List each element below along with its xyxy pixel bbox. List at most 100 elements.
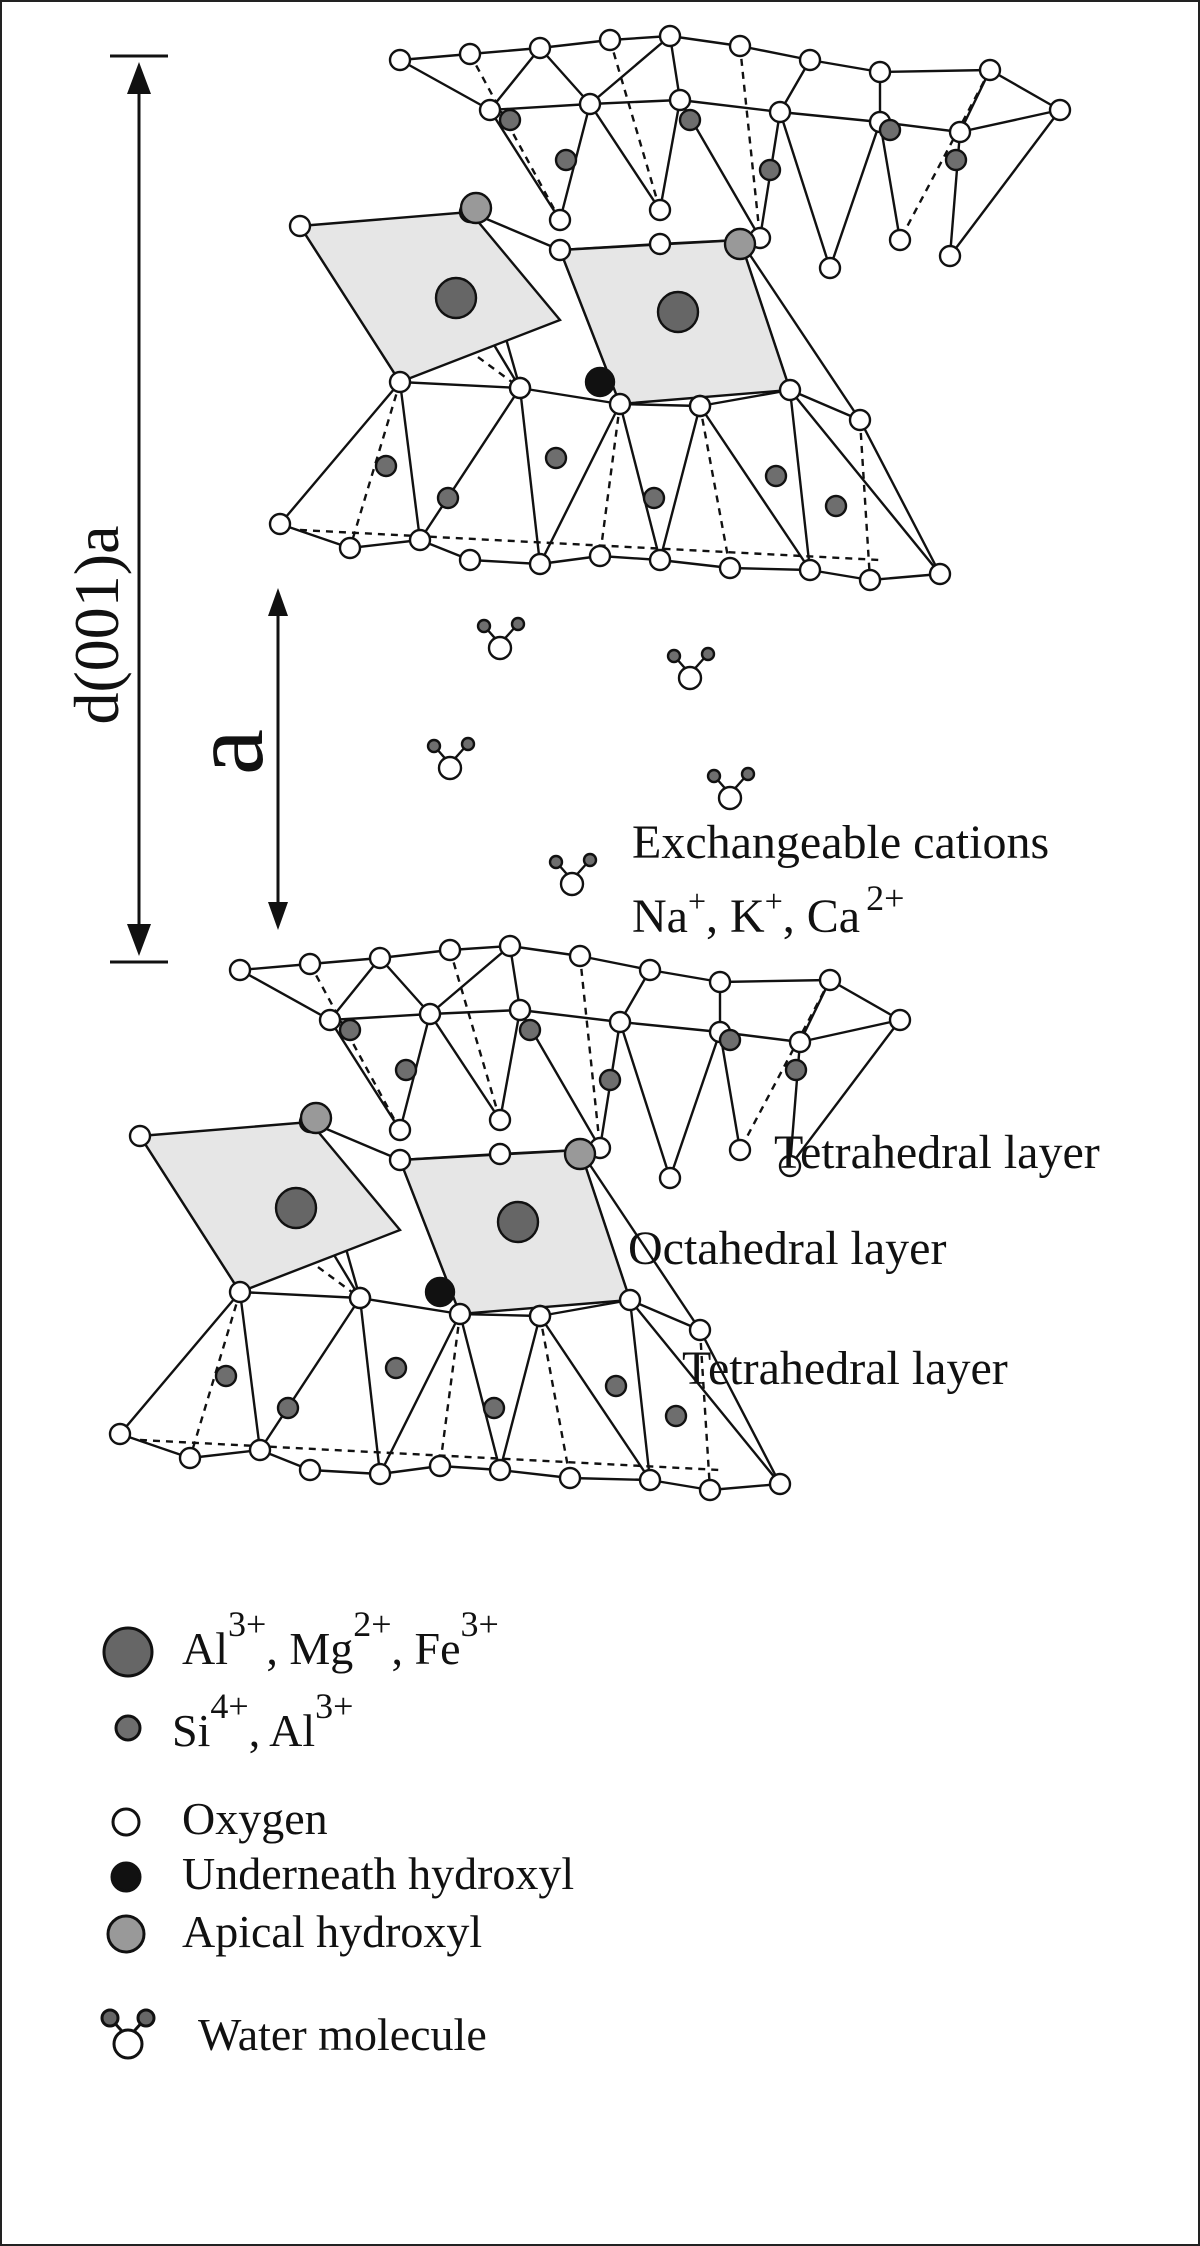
legend-underneath-hydroxyl-label: Underneath hydroxyl [182, 1848, 574, 1899]
oxygen-atom [588, 544, 612, 568]
oxygen-atom [768, 1472, 792, 1496]
oxygen-atom [108, 1422, 132, 1446]
underneath-hydroxyl-atom [584, 366, 616, 398]
octahedral-layer-label: Octahedral layer [628, 1222, 946, 1275]
d-spacing-arrow [110, 54, 168, 964]
tetrahedral-cation [482, 1396, 506, 1420]
oxygen-atom [688, 1318, 712, 1342]
cation-ca: Ca [807, 890, 860, 943]
oxygen-atom [558, 1466, 582, 1490]
tetrahedral-cation [598, 1068, 622, 1092]
oxygen-atom [848, 408, 872, 432]
oxygen-atom [648, 232, 672, 256]
tetrahedral-cation [878, 118, 902, 142]
legend-water-molecule-icon [100, 2008, 156, 2060]
octahedron-face [137, 1120, 402, 1294]
oxygen-atom [778, 1154, 802, 1178]
oxygen-atom [658, 24, 682, 48]
oxygen-atom [888, 228, 912, 252]
tetrahedral-cation [758, 158, 782, 182]
oxygen-atom [458, 548, 482, 572]
clay-sheet-upper [268, 24, 1072, 592]
octahedral-cation [274, 1186, 318, 1230]
interlayer-label: a [170, 729, 285, 775]
legend-oxygen-icon [111, 1807, 141, 1837]
oxygen-atom [1048, 98, 1072, 122]
oxygen-atom [508, 376, 532, 400]
oxygen-atom [438, 938, 462, 962]
legend-apical-hydroxyl-icon [106, 1914, 146, 1954]
oxygen-atom [478, 98, 502, 122]
apical-hydroxyl-atom [459, 191, 493, 225]
legend-oxygen-label: Oxygen [182, 1793, 328, 1844]
oxygen-atom [798, 558, 822, 582]
cation-na-charge: + [688, 883, 706, 919]
legend-underneath-hydroxyl-icon [110, 1861, 142, 1893]
tetrahedral-cation [384, 1356, 408, 1380]
oxygen-atom [298, 952, 322, 976]
tetrahedral-cation [604, 1374, 628, 1398]
tetrahedral-cation [276, 1396, 300, 1420]
oxygen-atom [318, 1008, 342, 1032]
tetrahedral-cation [554, 148, 578, 172]
oxygen-atom [728, 34, 752, 58]
oxygen-atom [528, 552, 552, 576]
tetrahedral-cation [394, 1058, 418, 1082]
tetrahedral-layer-label-top: Tetrahedral layer [774, 1126, 1100, 1179]
oxygen-atom [418, 1002, 442, 1026]
tetrahedral-cation [718, 1028, 742, 1052]
water-molecule [666, 646, 716, 691]
oxygen-atom [388, 48, 412, 72]
oxygen-atom [178, 1446, 202, 1470]
tetrahedral-cation [784, 1058, 808, 1082]
water-molecule [426, 736, 476, 781]
legend-water-molecule-label: Water molecule [198, 2009, 487, 2060]
legend-tetrahedral-cations: Si4+, Al3+ [172, 1686, 353, 1756]
tetrahedral-cation [944, 148, 968, 172]
octahedron-face [297, 210, 562, 384]
tetrahedral-cation [518, 1018, 542, 1042]
oxygen-atom [488, 1458, 512, 1482]
tetrahedral-cation [374, 454, 398, 478]
oxygen-atom [298, 1458, 322, 1482]
interlayer-water-molecules [426, 616, 756, 897]
cation-na: Na [632, 890, 688, 943]
tetrahedral-cation [824, 494, 848, 518]
oxygen-atom [768, 100, 792, 124]
tetrahedral-cation [214, 1364, 238, 1388]
oxygen-atom [638, 1468, 662, 1492]
oxygen-atom [938, 244, 962, 268]
oxygen-atom [548, 238, 572, 262]
legend-apical-hydroxyl-label: Apical hydroxyl [182, 1906, 482, 1957]
oxygen-atom [368, 1462, 392, 1486]
oxygen-atom [928, 562, 952, 586]
tetrahedral-cation [678, 108, 702, 132]
oxygen-atom [598, 28, 622, 52]
apical-hydroxyl-atom [563, 1137, 597, 1171]
oxygen-atom [528, 1304, 552, 1328]
exchangeable-cations-title: Exchangeable cations [632, 816, 1049, 869]
oxygen-atom [388, 1118, 412, 1142]
legend-large-cation-icon [102, 1626, 154, 1678]
oxygen-atom [368, 946, 392, 970]
oxygen-atom [248, 1438, 272, 1462]
legend-small-cation-icon [114, 1714, 142, 1742]
oxygen-atom [448, 1302, 472, 1326]
tetrahedral-cation [338, 1018, 362, 1042]
oxygen-atom [458, 42, 482, 66]
oxygen-atom [948, 120, 972, 144]
oxygen-atom [608, 392, 632, 416]
oxygen-atom [688, 394, 712, 418]
oxygen-atom [338, 536, 362, 560]
clay-sheet-lower [108, 934, 912, 1502]
water-molecule [476, 616, 526, 661]
octahedral-cation [656, 290, 700, 334]
underneath-hydroxyl-atom [424, 1276, 456, 1308]
octahedral-cation [434, 276, 478, 320]
oxygen-atom [818, 256, 842, 280]
oxygen-atom [508, 998, 532, 1022]
cation-k-charge: + [765, 883, 783, 919]
oxygen-atom [788, 1030, 812, 1054]
